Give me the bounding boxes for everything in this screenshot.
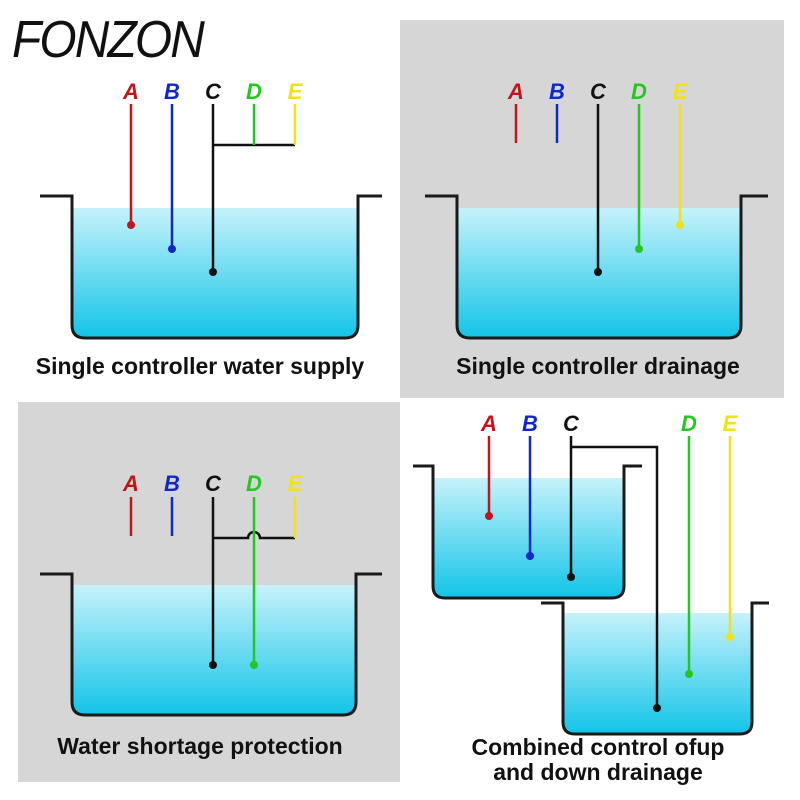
label-a: A (122, 79, 139, 104)
label-b: B (549, 79, 565, 104)
electrodes-1 (127, 104, 297, 276)
label-d: D (246, 471, 262, 496)
label-a: A (507, 79, 524, 104)
electrodes-4 (485, 436, 734, 712)
label-b: B (522, 411, 538, 436)
label-c: C (205, 79, 222, 104)
tank-1 (40, 194, 382, 340)
label-c: C (563, 411, 580, 436)
label-e: E (288, 471, 304, 496)
label-a: A (480, 411, 497, 436)
label-a: A (122, 471, 139, 496)
label-e: E (723, 411, 739, 436)
labels-3: A B C D E (122, 471, 304, 496)
caption-combined-line2: and down drainage (493, 759, 703, 785)
labels-1: A B C D E (122, 79, 304, 104)
tank-4-upper (413, 464, 642, 600)
tank-4-lower (541, 601, 769, 736)
label-b: B (164, 471, 180, 496)
electrodes-3 (129, 497, 297, 669)
tank-3 (40, 572, 382, 717)
caption-water-shortage: Water shortage protection (57, 733, 343, 759)
caption-drainage: Single controller drainage (456, 353, 740, 379)
label-c: C (205, 471, 222, 496)
electrodes-2 (514, 104, 684, 276)
label-d: D (246, 79, 262, 104)
label-b: B (164, 79, 180, 104)
label-d: D (681, 411, 697, 436)
labels-4: A B C D E (480, 411, 739, 436)
label-e: E (673, 79, 689, 104)
caption-combined-line1: Combined control ofup (471, 734, 725, 760)
label-c: C (590, 79, 607, 104)
brand-logo: FONZON (12, 11, 205, 69)
label-d: D (631, 79, 647, 104)
labels-2: A B C D E (507, 79, 689, 104)
caption-water-supply: Single controller water supply (35, 353, 365, 379)
label-e: E (288, 79, 304, 104)
tank-2 (425, 194, 768, 340)
